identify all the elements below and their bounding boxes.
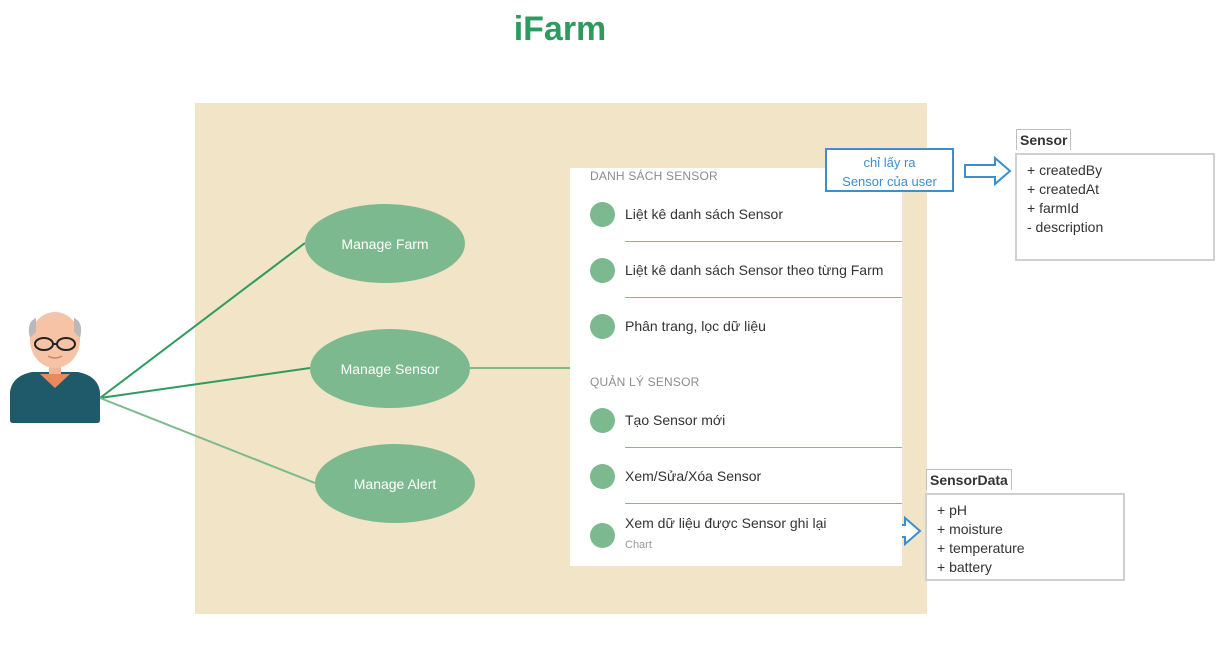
arrow-to-sensor-class — [964, 155, 1012, 187]
bullet-icon — [590, 202, 615, 227]
use-case-label: Manage Sensor — [340, 360, 440, 377]
divider — [625, 503, 902, 504]
class-attribute: + battery — [937, 559, 992, 575]
callout-line: chỉ lấy ra — [863, 155, 916, 170]
connector-actor-sensor — [99, 367, 311, 399]
feature-item-paging-filter[interactable]: Phân trang, lọc dữ liệu — [625, 318, 766, 334]
class-name-sensor: Sensor — [1016, 129, 1072, 150]
use-case-manage-farm[interactable]: Manage Farm — [305, 204, 465, 283]
bullet-icon — [590, 314, 615, 339]
class-body-sensor: + createdBy + createdAt + farmId - descr… — [1015, 153, 1215, 261]
feature-item-view-edit-delete[interactable]: Xem/Sửa/Xóa Sensor — [625, 468, 762, 484]
divider — [625, 447, 902, 448]
bullet-icon — [590, 523, 615, 548]
callout-line: Sensor của user — [842, 174, 937, 189]
class-attribute: + farmId — [1027, 200, 1079, 216]
feature-item-view-sensor-data[interactable]: Xem dữ liệu được Sensor ghi lại — [625, 515, 827, 531]
divider — [625, 297, 902, 298]
section-header-sensor-list: DANH SÁCH SENSOR — [590, 169, 718, 183]
bullet-icon — [590, 408, 615, 433]
connector-actor-farm — [99, 242, 306, 399]
bullet-icon — [590, 464, 615, 489]
use-case-label: Manage Alert — [353, 475, 437, 492]
sensor-feature-panel: DANH SÁCH SENSOR Liệt kê danh sách Senso… — [570, 168, 902, 566]
feature-item-list-sensors[interactable]: Liệt kê danh sách Sensor — [625, 206, 783, 222]
class-attribute: - description — [1027, 219, 1104, 235]
divider — [625, 241, 902, 242]
connector-actor-alert — [99, 397, 316, 484]
section-header-sensor-management: QUẢN LÝ SENSOR — [590, 375, 700, 389]
old-man-user-icon — [10, 312, 100, 423]
class-attribute: + createdBy — [1027, 162, 1103, 178]
class-attribute: + pH — [937, 502, 967, 518]
feature-item-list-by-farm[interactable]: Liệt kê danh sách Sensor theo từng Farm — [625, 262, 884, 278]
use-case-manage-sensor[interactable]: Manage Sensor — [310, 329, 470, 408]
class-body-sensordata: + pH + moisture + temperature + battery — [925, 493, 1125, 581]
class-name-sensordata: SensorData — [926, 469, 1012, 490]
class-attribute: + createdAt — [1027, 181, 1099, 197]
feature-item-subtitle: Chart — [625, 539, 652, 551]
feature-item-create-sensor[interactable]: Tạo Sensor mới — [625, 412, 726, 428]
bullet-icon — [590, 258, 615, 283]
class-attribute: + temperature — [937, 540, 1025, 556]
use-case-manage-alert[interactable]: Manage Alert — [315, 444, 475, 523]
class-attribute: + moisture — [937, 521, 1003, 537]
diagram-title: iFarm — [513, 10, 607, 48]
use-case-label: Manage Farm — [341, 235, 429, 252]
callout-note: chỉ lấy ra Sensor của user — [825, 148, 954, 192]
